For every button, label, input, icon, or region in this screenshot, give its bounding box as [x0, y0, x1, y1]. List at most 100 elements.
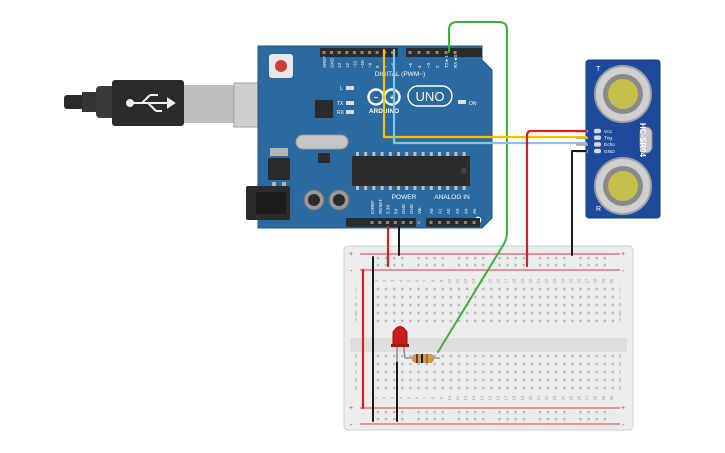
rail-hole — [587, 417, 590, 421]
rail-hole — [563, 263, 566, 267]
column-number: 1 — [374, 279, 379, 282]
terminal-hole — [457, 370, 461, 374]
column-number: 30 — [609, 395, 614, 400]
terminal-hole — [603, 378, 606, 382]
terminal-hole — [417, 287, 420, 291]
terminal-hole — [393, 386, 396, 390]
rail-hole — [538, 263, 542, 267]
analog-pin-label: A1 — [438, 208, 443, 214]
terminal-hole — [376, 378, 380, 382]
terminal-hole — [465, 311, 469, 315]
header-pin — [401, 221, 405, 224]
terminal-hole — [546, 386, 550, 390]
terminal-hole — [401, 386, 404, 390]
column-number: 22 — [544, 278, 549, 283]
atmega-chip — [352, 156, 470, 186]
rail-hole — [393, 256, 396, 260]
terminal-hole — [482, 319, 485, 323]
row-letter: a — [619, 386, 622, 392]
terminal-hole — [465, 354, 469, 358]
rail-hole — [433, 417, 436, 421]
header-pin — [386, 221, 390, 224]
terminal-hole — [376, 354, 380, 358]
mcu-pin — [413, 186, 417, 190]
terminal-hole — [393, 319, 396, 323]
terminal-hole — [514, 354, 517, 358]
terminal-hole — [579, 362, 582, 366]
terminal-hole — [530, 295, 534, 299]
terminal-hole — [465, 370, 469, 374]
pin-label: 8 — [375, 65, 380, 68]
terminal-hole — [401, 354, 404, 358]
terminal-hole — [449, 354, 453, 358]
terminal-hole — [441, 386, 444, 390]
terminal-hole — [425, 303, 428, 307]
mcu-pin — [372, 186, 376, 190]
wire-green — [437, 21, 508, 353]
analog-pin-label: A2 — [446, 208, 451, 214]
terminal-hole — [563, 303, 566, 307]
row-letter: c — [355, 370, 358, 376]
column-number: 24 — [560, 395, 565, 400]
terminal-hole — [587, 287, 590, 291]
column-number: 27 — [585, 395, 590, 400]
header-pin — [426, 51, 430, 54]
pin-label: AREF — [322, 56, 327, 68]
terminal-hole — [555, 378, 558, 382]
rail-hole — [465, 256, 469, 260]
terminal-hole — [490, 295, 493, 299]
terminal-hole — [522, 378, 525, 382]
rail-hole — [563, 417, 566, 421]
terminal-hole — [522, 303, 525, 307]
header-pin — [438, 221, 442, 224]
pin-label: 7 — [383, 65, 388, 68]
row-letter: e — [355, 354, 358, 360]
terminal-hole — [587, 303, 590, 307]
column-number: 17 — [504, 278, 509, 283]
terminal-hole — [457, 354, 461, 358]
terminal-hole — [555, 303, 558, 307]
terminal-hole — [441, 362, 444, 366]
rail-sign: + — [621, 251, 625, 258]
terminal-hole — [474, 386, 477, 390]
terminal-hole — [376, 319, 380, 323]
terminal-hole — [376, 386, 380, 390]
terminal-hole — [522, 362, 525, 366]
rail-hole — [546, 263, 550, 267]
terminal-hole — [571, 370, 574, 374]
rail-hole — [522, 410, 525, 414]
terminal-hole — [595, 362, 598, 366]
rail-hole — [538, 410, 542, 414]
column-number: 24 — [560, 278, 565, 283]
terminal-hole — [579, 354, 582, 358]
rail-hole — [563, 410, 566, 414]
terminal-hole — [603, 295, 606, 299]
column-number: 9 — [439, 396, 444, 399]
rail-hole — [506, 410, 509, 414]
rail-hole — [441, 256, 444, 260]
terminal-hole — [555, 386, 558, 390]
column-number: 15 — [487, 278, 492, 283]
terminal-hole — [579, 386, 582, 390]
column-number: 28 — [593, 278, 598, 283]
header-pin — [409, 221, 413, 224]
terminal-hole — [555, 319, 558, 323]
terminal-hole — [474, 319, 477, 323]
header-pin — [378, 221, 382, 224]
header-pin — [337, 51, 341, 54]
terminal-hole — [465, 295, 469, 299]
row-letter: h — [355, 303, 358, 309]
rail-hole — [522, 417, 525, 421]
terminal-hole — [449, 319, 453, 323]
rail-hole — [474, 263, 477, 267]
terminal-hole — [530, 319, 534, 323]
terminal-hole — [530, 287, 534, 291]
terminal-hole — [538, 295, 542, 299]
rail-hole — [546, 256, 550, 260]
rail-hole — [441, 263, 444, 267]
rail-hole — [522, 256, 525, 260]
terminal-hole — [465, 319, 469, 323]
pin-label: GND — [330, 57, 335, 68]
terminal-hole — [538, 311, 542, 315]
terminal-hole — [611, 303, 615, 307]
